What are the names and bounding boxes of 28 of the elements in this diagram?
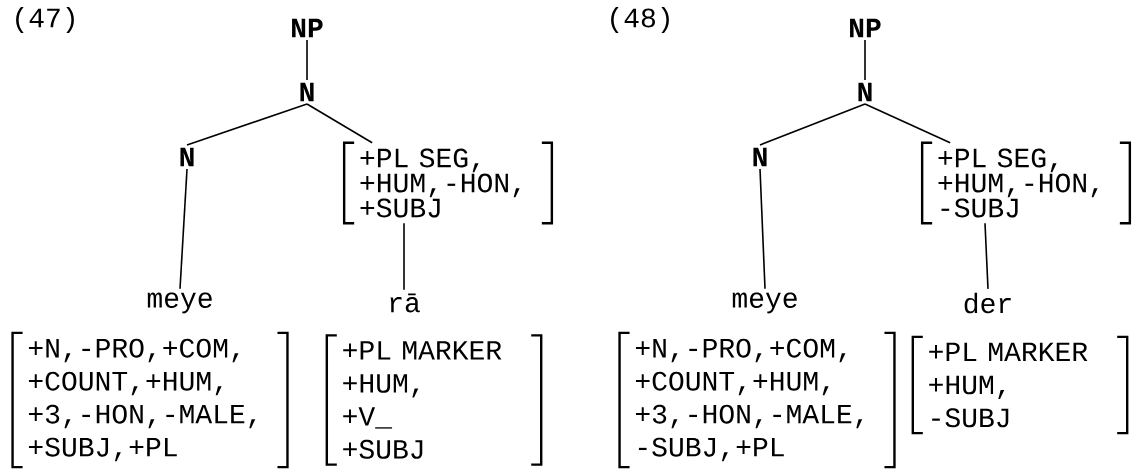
word-label: meye	[732, 292, 797, 314]
feature-matrix: +PL MARKER +HUM, -SUBJ	[911, 335, 1129, 435]
tree-branch	[864, 103, 951, 144]
tree-branch	[759, 103, 866, 146]
word-label: rā	[390, 293, 420, 313]
feature-matrix: +PL SEG, +HUM,-HON, -SUBJ	[920, 141, 1132, 225]
feature-matrix: +N,-PRO,+COM, +COUNT,+HUM, +3,-HON,-MALE, -SUBJ,+PL	[618, 331, 896, 469]
tree-node-label: NP	[292, 18, 323, 38]
tree-branch	[984, 222, 989, 290]
word-label: meye	[147, 292, 212, 314]
tree-node-label: N	[753, 147, 767, 167]
tree-node-label: N	[180, 147, 194, 167]
example-number: (47)	[16, 6, 74, 34]
tree-branch	[179, 168, 188, 290]
feature-matrix: +N,-PRO,+COM, +COUNT,+HUM, +3,-HON,-MALE, +SUBJ,+PL	[11, 331, 289, 469]
tree-node-label: N	[300, 82, 314, 102]
tree-branch	[306, 103, 373, 144]
tree-node-label: N	[858, 82, 872, 102]
tree-branch	[306, 39, 308, 81]
example-number: (48)	[611, 6, 669, 34]
tree-branch	[186, 103, 308, 146]
feature-matrix: +PL MARKER +HUM, +V_ +SUBJ	[325, 334, 543, 466]
feature-matrix: +PL SEG, +HUM,-HON, +SUBJ	[342, 141, 554, 225]
word-label: der	[964, 292, 1011, 314]
tree-branch	[403, 222, 405, 291]
tree-branch	[864, 39, 866, 81]
tree-branch	[759, 168, 766, 290]
tree-node-label: NP	[850, 18, 881, 38]
